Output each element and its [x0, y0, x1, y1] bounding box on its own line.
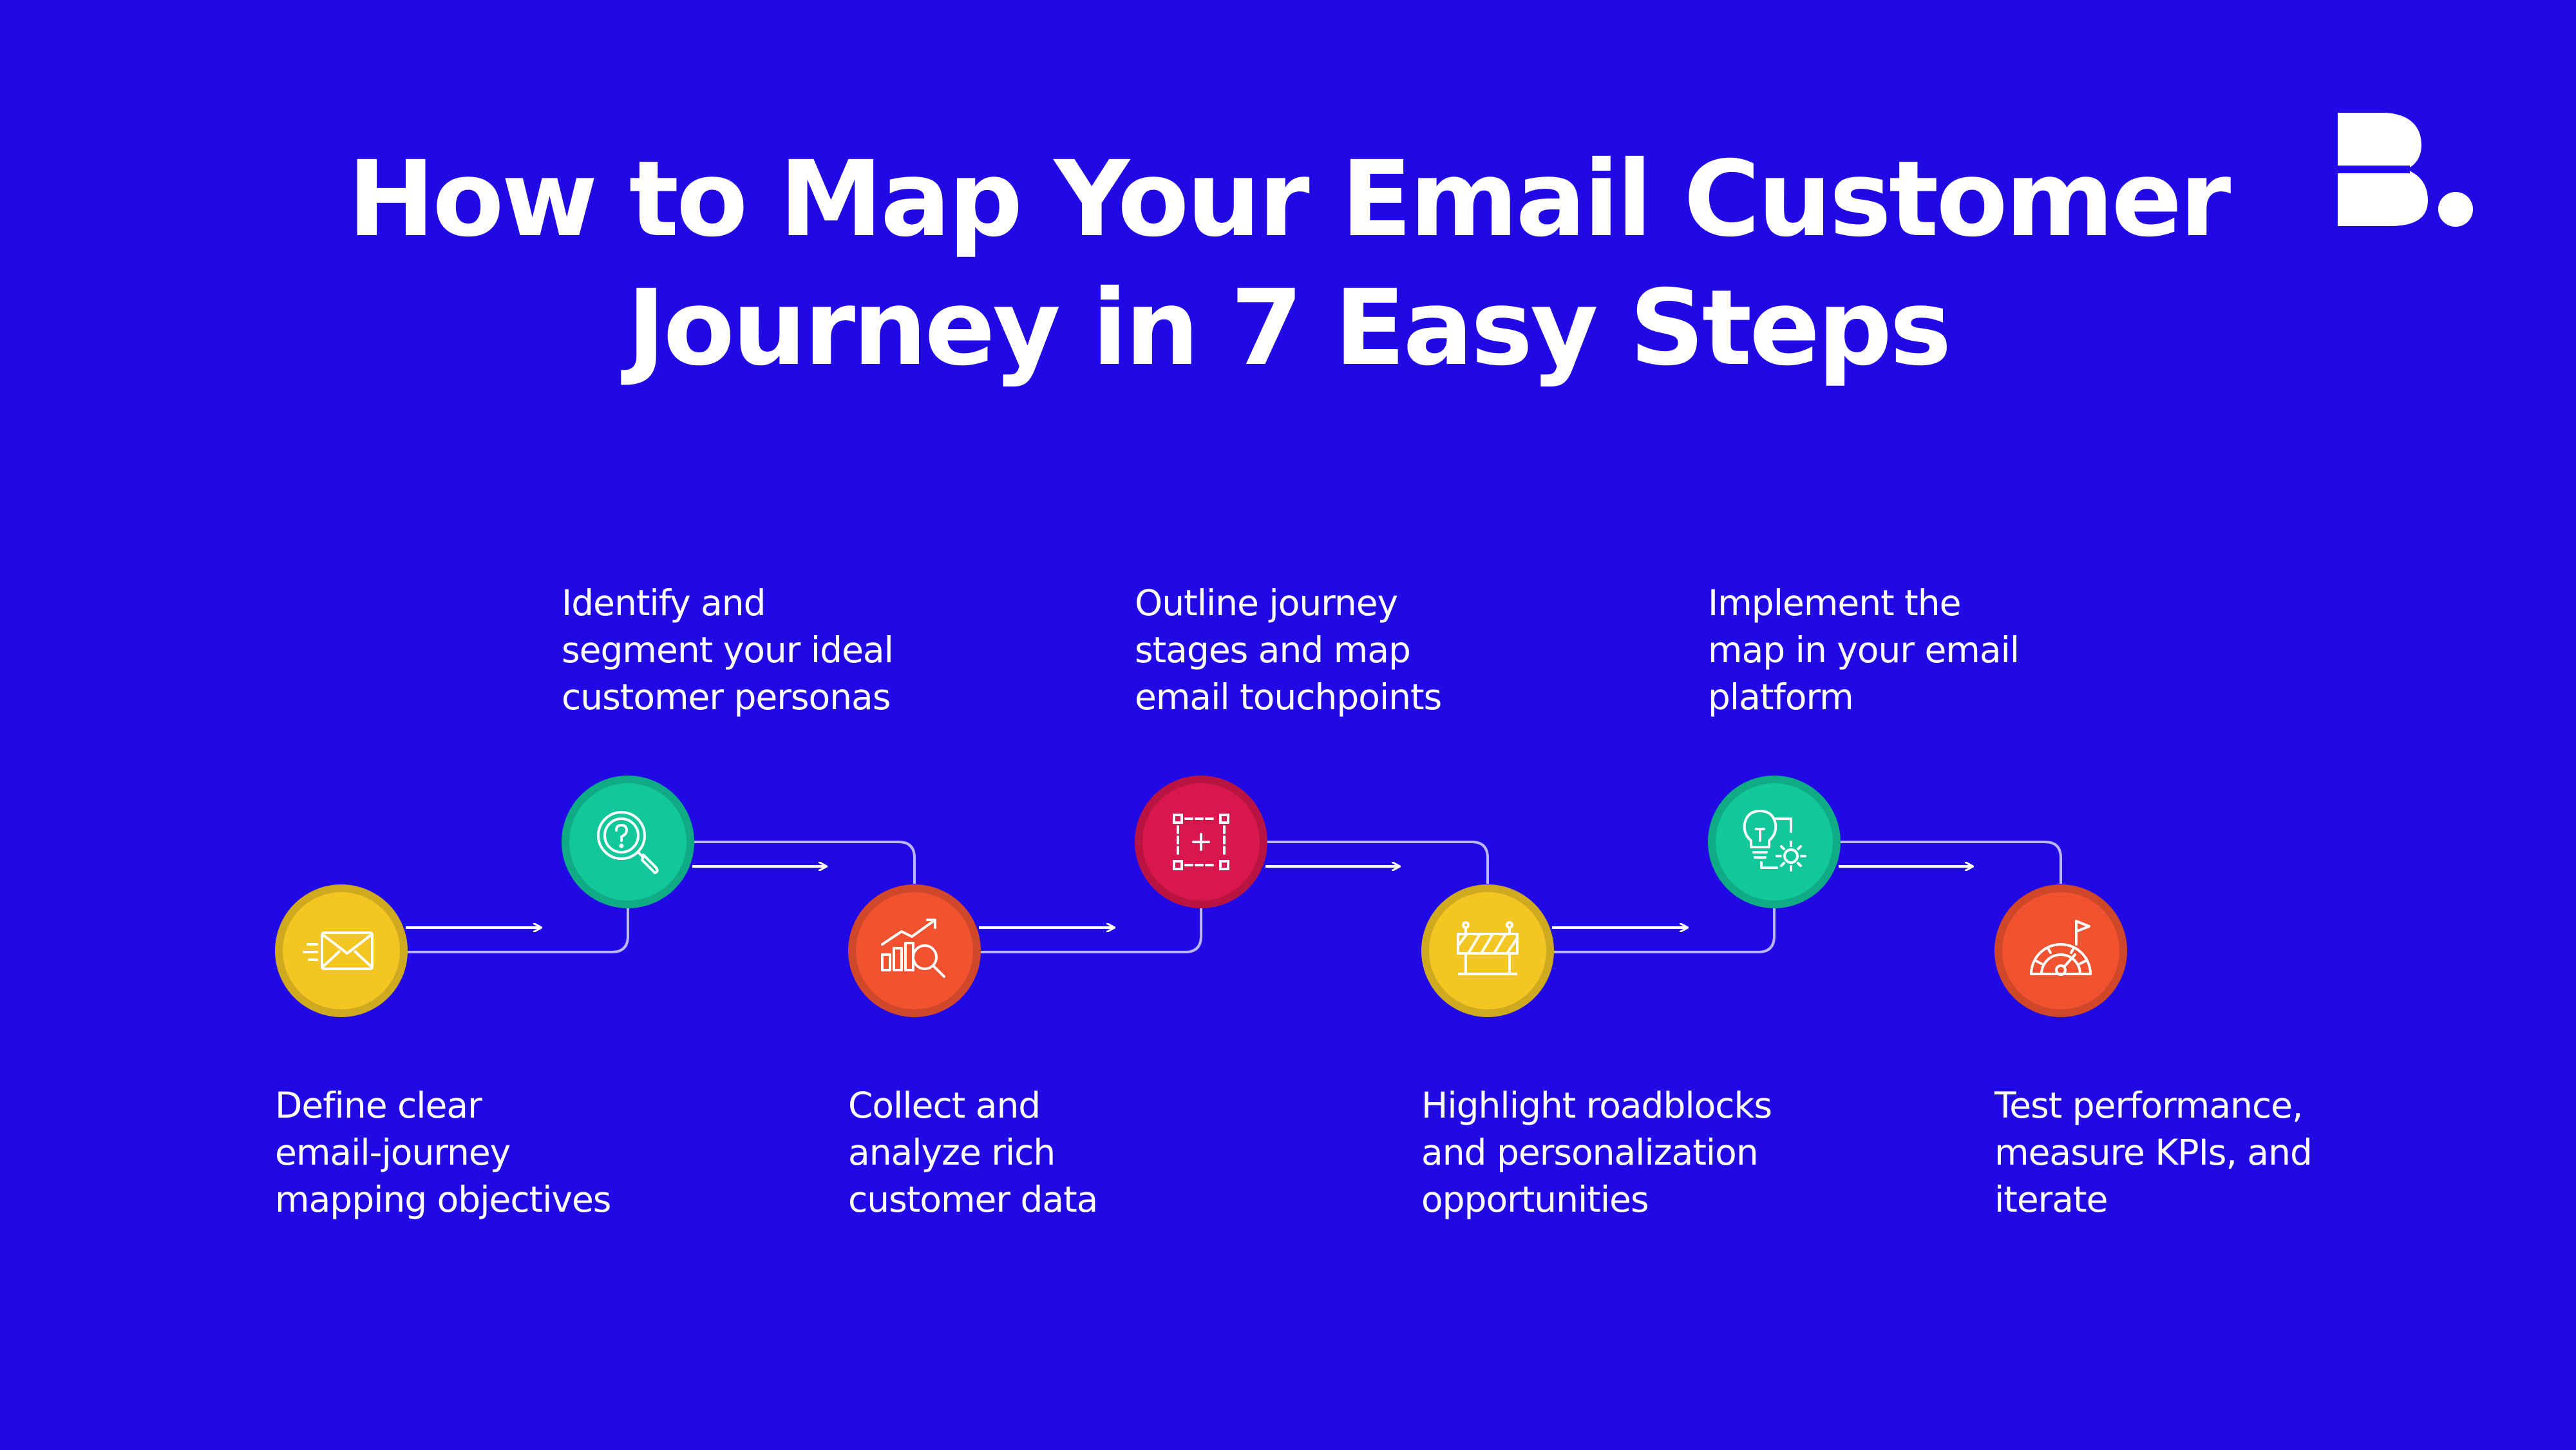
step-2-label: Identify and segment your ideal customer… — [562, 582, 894, 718]
idea-gear-icon — [1743, 810, 1806, 872]
step-4-label: Outline journey stages and map email tou… — [1135, 582, 1442, 718]
connector-6-7 — [1839, 841, 2062, 884]
step-3-label: Collect and analyze rich customer data — [848, 1085, 1098, 1220]
connector-5-6 — [1552, 908, 1776, 953]
step-5-label: Highlight roadblocks and personalization… — [1421, 1085, 1772, 1220]
title-line-1: How to Map Your Email Customer — [347, 139, 2231, 260]
step-1-node — [275, 884, 408, 1017]
step-5-node — [1421, 884, 1554, 1017]
title-line-2: Journey in 7 Easy Steps — [627, 268, 1951, 389]
brand-b-logo — [2338, 113, 2473, 227]
envelope-icon — [303, 931, 374, 970]
search-question-icon — [597, 811, 659, 874]
step-7-label: Test performance, measure KPIs, and iter… — [1994, 1085, 2313, 1220]
step-3-node — [848, 884, 981, 1017]
step-6-circle — [1708, 776, 1841, 908]
add-frame-icon — [1173, 814, 1229, 870]
step-6-label: Implement the map in your email platform — [1708, 582, 2020, 718]
chart-magnifier-icon — [881, 919, 945, 978]
connector-1-2 — [406, 908, 629, 953]
connector-4-5 — [1265, 841, 1489, 884]
connector-3-4 — [979, 908, 1202, 953]
step-6-node — [1708, 776, 1841, 908]
speedometer-flag-icon — [2030, 920, 2092, 976]
roadblock-icon — [1457, 921, 1519, 975]
step-7-node — [1994, 884, 2127, 1017]
step-4-node — [1135, 776, 1267, 908]
step-1-label: Define clear email-journey mapping objec… — [275, 1085, 611, 1220]
step-2-node — [562, 776, 694, 908]
page-title: How to Map Your Email Customer Journey i… — [322, 135, 2254, 393]
connector-2-3 — [692, 841, 916, 884]
